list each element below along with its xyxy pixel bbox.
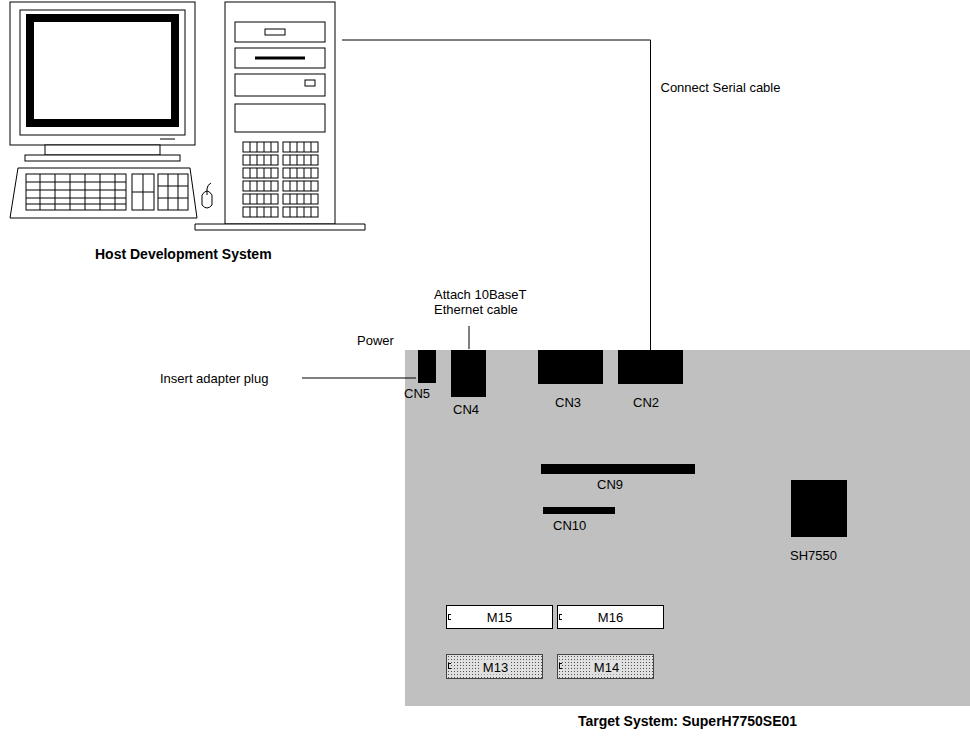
target-board: Target System: SuperH7750SE01CN5CN4CN3CN… <box>405 350 970 706</box>
part-label: CN2 <box>633 395 659 410</box>
slot-notch <box>448 663 451 669</box>
part-label: M14 <box>592 659 621 674</box>
part-label: M16 <box>558 610 663 625</box>
memory-slot: M15 <box>446 605 553 629</box>
connector-block: SH7550 <box>791 480 847 537</box>
memory-slot-empty: M13 <box>446 654 543 679</box>
memory-slot: M16 <box>557 605 664 629</box>
connector-block: CN2 <box>618 350 683 384</box>
part-label: CN3 <box>555 395 581 410</box>
cable-note: Connect Serial cable <box>659 80 783 95</box>
system-label: Target System: SuperH7750SE01 <box>405 714 970 729</box>
connector-block: CN9 <box>541 464 695 474</box>
part-label: CN5 <box>404 386 430 401</box>
connector-block: CN10 <box>543 507 615 514</box>
part-label: SH7550 <box>790 548 837 563</box>
action-note: Insert adapter plug <box>160 371 268 386</box>
slot-notch <box>559 614 562 620</box>
serial-cable <box>342 40 651 350</box>
connector-block: CN5 <box>418 350 436 383</box>
connector-block: CN3 <box>538 350 603 384</box>
tower-vents <box>243 142 318 217</box>
part-label: CN10 <box>553 518 586 533</box>
system-label: Host Development System <box>95 247 272 262</box>
cable-note: Attach 10BaseT Ethernet cable <box>434 287 546 317</box>
memory-slot-empty: M14 <box>557 654 654 679</box>
port-label: Power <box>357 333 394 348</box>
slot-notch <box>448 614 451 620</box>
part-label: CN4 <box>453 402 479 417</box>
part-label: CN9 <box>597 477 623 492</box>
keyboard <box>10 168 212 218</box>
slot-notch <box>559 663 562 669</box>
monitor <box>10 2 195 161</box>
part-label: M13 <box>481 659 510 674</box>
leader-lines <box>302 326 469 378</box>
board-ground <box>405 350 970 706</box>
host-computer: Host Development System <box>0 0 342 270</box>
connector-block: CN4 <box>451 350 486 397</box>
part-label: M15 <box>447 610 552 625</box>
tower <box>195 2 365 230</box>
